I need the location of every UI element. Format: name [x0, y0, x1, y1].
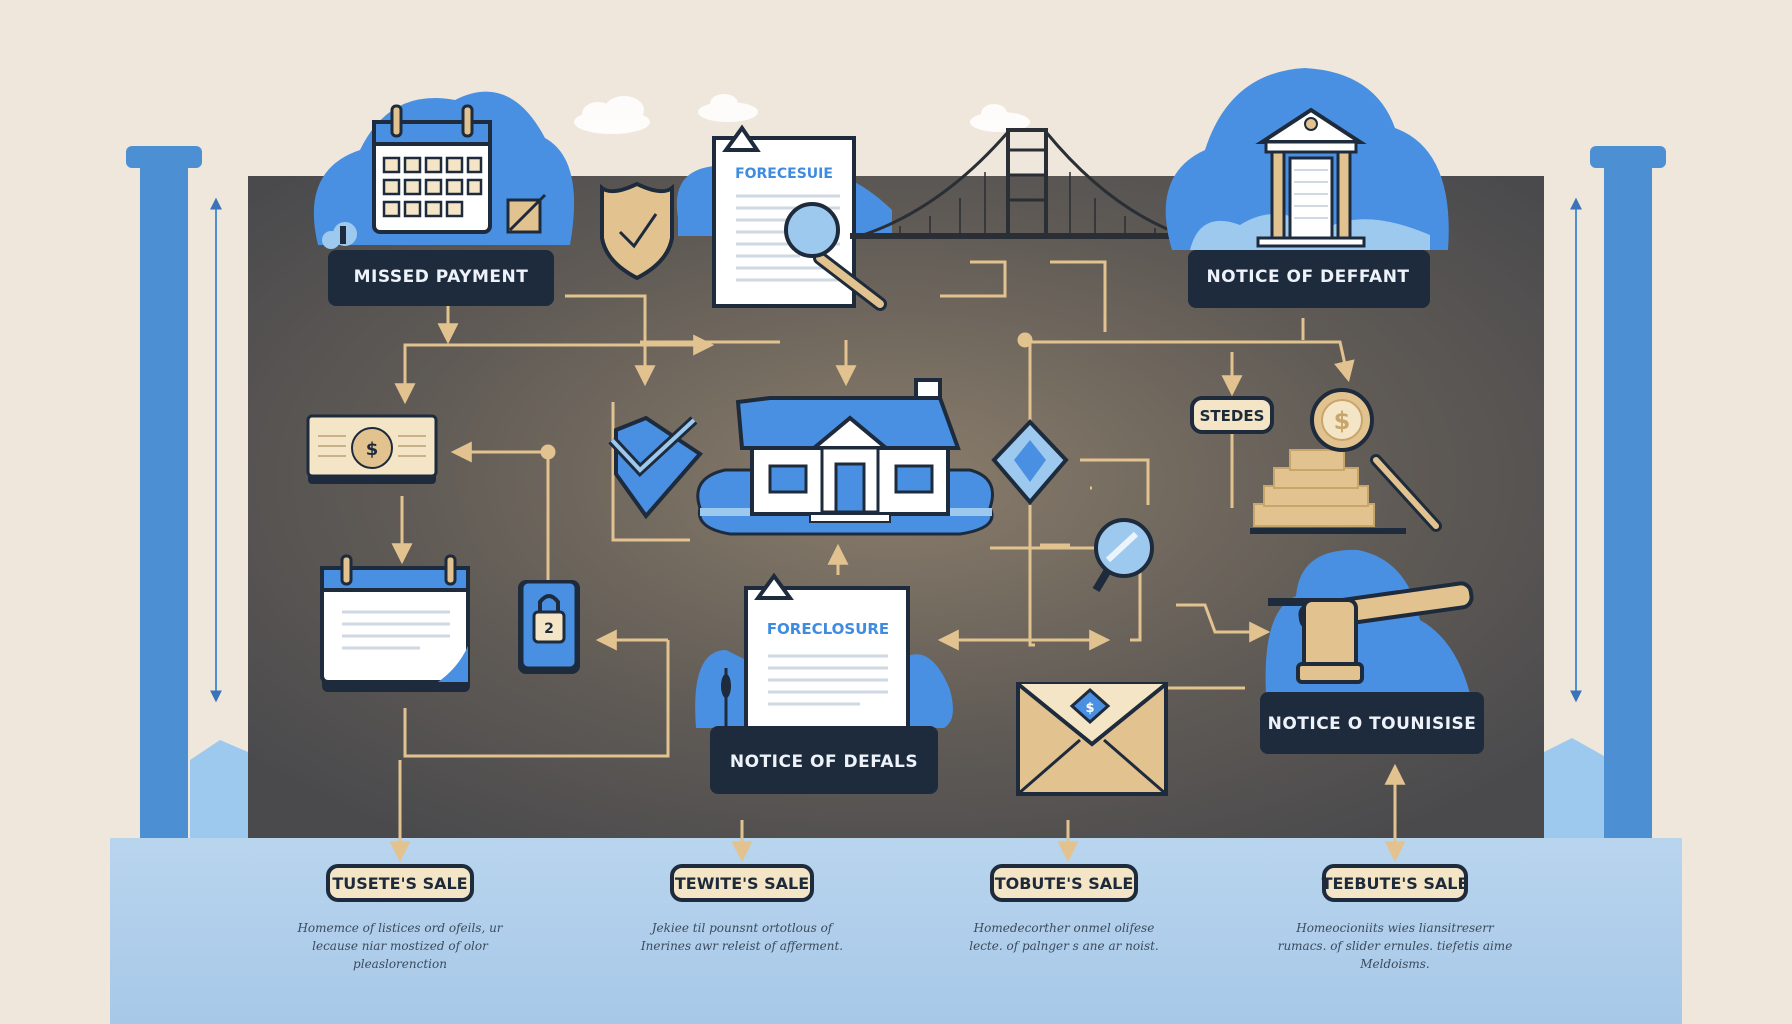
- stage-1-desc-1: Homemce of listices ord ofeils, ur: [296, 921, 503, 935]
- steps-tag: STEDES: [1190, 396, 1274, 434]
- lock-number: 2: [544, 621, 554, 637]
- stage-3-desc-1: Homedecorther onmel olifese: [973, 921, 1155, 935]
- stage-1-label: TUSETE'S SALE: [332, 874, 467, 893]
- notice-tounsise-node: NOTICE O TOUNISISE: [1260, 549, 1484, 754]
- search-magnifier-icon: [1092, 518, 1154, 593]
- notice-of-default-top-box: [1188, 250, 1430, 308]
- missed-payment-label: MISSED PAYMENT: [354, 267, 529, 287]
- sky-clouds: [574, 94, 1030, 134]
- stage-1: TUSETE'S SALE Homemce of listices ord of…: [296, 864, 504, 971]
- money-bill-icon: $: [306, 414, 438, 484]
- missed-payment-node: MISSED PAYMENT: [313, 91, 575, 306]
- stage-2-desc-1: Jekiee til pounsnt ortotlous of: [649, 921, 835, 935]
- notice-of-default-top-label: NOTICE OF DEFFANT: [1206, 267, 1409, 287]
- checkmark-shield-icon: [608, 415, 704, 520]
- steps-tag-label: STEDES: [1200, 407, 1265, 425]
- lock-tag-icon: 2: [518, 580, 580, 674]
- document-title-mid: FORECLOSURE: [767, 620, 889, 638]
- svg-text:$: $: [366, 439, 379, 460]
- stage-1-desc-2: lecause niar mostized of olor: [312, 939, 489, 953]
- stage-2-desc-2: Inerines awr releist of afferment.: [640, 939, 843, 953]
- foreclosure-document-top: FORECESUIE: [676, 124, 892, 311]
- svg-text:$: $: [1085, 701, 1094, 716]
- notice-tounsise-box: [1260, 692, 1484, 754]
- notice-of-default-mid-box: [710, 726, 938, 794]
- magnifier-icon: [784, 202, 887, 311]
- foreclosure-document-mid: FORECLOSURE: [744, 572, 910, 740]
- document-title-top: FORECESUIE: [735, 166, 833, 182]
- stage-4-desc-2: rumacs. of slider ernules. tiefetis aime: [1278, 939, 1513, 953]
- svg-text:$: $: [1334, 407, 1351, 435]
- notice-tounsise-label: NOTICE O TOUNISISE: [1268, 714, 1477, 734]
- notice-of-default-mid-label: NOTICE OF DEFALS: [730, 752, 918, 772]
- calendar-icon: [372, 104, 492, 234]
- stage-3-pill: [990, 864, 1138, 902]
- stage-3-label: TOBUTE'S SALE: [995, 874, 1134, 893]
- left-pillar: [126, 146, 248, 840]
- notice-of-default-top-node: NOTICE OF DEFFANT: [1165, 68, 1449, 308]
- stage-3: TOBUTE'S SALE Homedecorther onmel olifes…: [969, 864, 1159, 953]
- stage-4-desc-3: Meldoisms.: [1359, 957, 1429, 971]
- right-pillar: [1544, 146, 1666, 840]
- stage-2: TEWITE'S SALE Jekiee til pounsnt ortotlo…: [640, 864, 843, 953]
- stage-4-label: TEEBUTE'S SALE: [1322, 874, 1469, 893]
- stage-4-desc-1: Homeocioniits wies liansitreserr: [1295, 921, 1495, 935]
- stage-4-pill: [1322, 864, 1468, 902]
- stage-3-desc-2: lecte. of palnger s ane ar noist.: [969, 939, 1159, 953]
- stage-1-pill: [326, 864, 474, 902]
- gavel-icon: [1268, 581, 1474, 684]
- courthouse-icon: [1255, 107, 1367, 248]
- envelope-icon: $: [1016, 682, 1168, 796]
- shield-icon: [600, 181, 674, 281]
- missed-payment-box: [328, 250, 554, 306]
- diamond-tag-icon: [991, 419, 1069, 506]
- coin-stack-icon: $: [1250, 388, 1442, 534]
- house-icon: [696, 378, 994, 536]
- notice-of-default-mid-node: FORECLOSURE NOTICE OF DEFALS: [695, 572, 953, 794]
- stage-2-pill: [670, 864, 814, 902]
- stage-1-desc-3: pleaslorenction: [353, 957, 447, 971]
- calendar-page-icon: [320, 554, 470, 692]
- stage-4: TEEBUTE'S SALE Homeocioniits wies liansi…: [1278, 864, 1513, 971]
- stage-2-label: TEWITE'S SALE: [675, 874, 809, 893]
